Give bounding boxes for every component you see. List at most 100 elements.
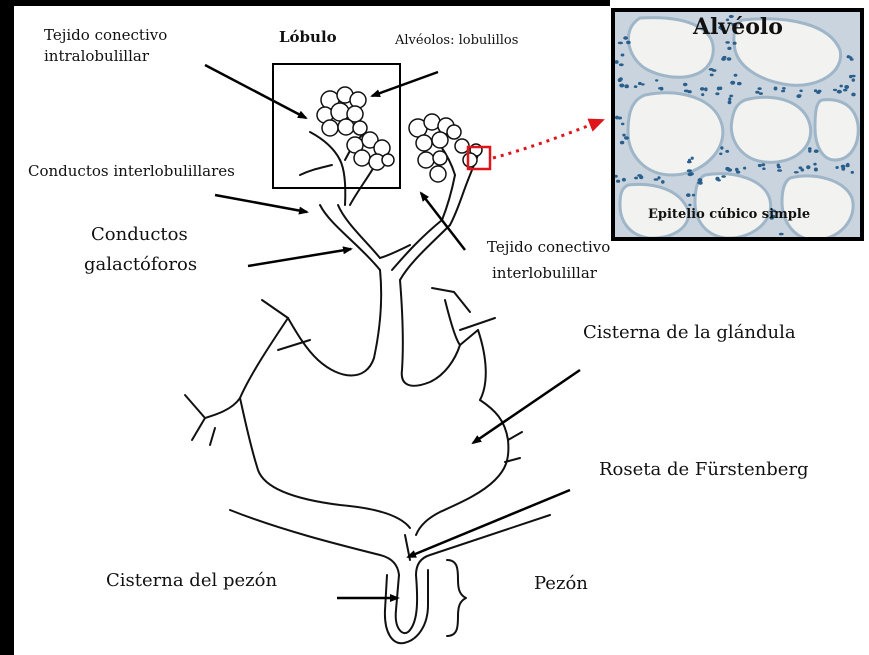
cell-nucleus bbox=[621, 54, 625, 57]
cell-nucleus bbox=[779, 233, 784, 236]
cell-nucleus bbox=[619, 77, 623, 81]
cell-nucleus bbox=[658, 87, 663, 90]
cell-nucleus bbox=[639, 175, 643, 179]
inset-title: Alvéolo bbox=[693, 14, 783, 40]
cell-nucleus bbox=[616, 180, 620, 183]
label-alveolos: Alvéolos: lobulillos bbox=[395, 33, 518, 49]
left-frame-bar bbox=[0, 0, 14, 655]
cell-nucleus bbox=[835, 166, 838, 169]
cell-nucleus bbox=[728, 97, 731, 101]
label-tejido-intralobulillar-1: Tejido conectivo bbox=[44, 26, 167, 45]
cell-nucleus bbox=[692, 247, 697, 250]
cell-nucleus bbox=[762, 167, 765, 170]
cell-nucleus bbox=[634, 85, 638, 88]
cell-nucleus bbox=[622, 134, 625, 137]
cell-nucleus bbox=[717, 87, 720, 91]
cell-nucleus bbox=[721, 175, 726, 178]
cell-nucleus bbox=[720, 146, 723, 149]
cell-nucleus bbox=[801, 168, 805, 171]
label-cisterna-pezon: Cisterna del pezón bbox=[106, 570, 277, 593]
label-conductos-interlobulillares: Conductos interlobulillares bbox=[28, 162, 235, 181]
cell-nucleus bbox=[840, 85, 843, 88]
cell-nucleus bbox=[626, 41, 631, 44]
cell-nucleus bbox=[715, 92, 719, 95]
label-tejido-intralobulillar-2: intralobulillar bbox=[44, 47, 149, 66]
top-frame-bar bbox=[0, 0, 610, 6]
cell-nucleus bbox=[844, 85, 849, 89]
cell-nucleus bbox=[729, 95, 733, 98]
cell-nucleus bbox=[814, 168, 818, 172]
arrow-intralobulillar bbox=[205, 65, 306, 118]
cell-nucleus bbox=[806, 165, 810, 169]
cell-nucleus bbox=[782, 87, 786, 90]
cell-nucleus bbox=[622, 178, 626, 182]
cell-nucleus bbox=[704, 87, 707, 91]
cell-nucleus bbox=[774, 87, 778, 91]
label-roseta: Roseta de Fürstenberg bbox=[599, 459, 809, 482]
label-tejido-interlobulillar-2: interlobulillar bbox=[492, 264, 597, 283]
cell-nucleus bbox=[851, 171, 854, 174]
cell-nucleus bbox=[849, 75, 852, 78]
cell-nucleus bbox=[814, 149, 819, 153]
cell-nucleus bbox=[725, 150, 729, 153]
cell-nucleus bbox=[623, 36, 628, 40]
cell-nucleus bbox=[641, 83, 645, 85]
cell-nucleus bbox=[813, 163, 816, 166]
cell-nucleus bbox=[758, 164, 762, 167]
cell-nucleus bbox=[620, 141, 624, 145]
cell-nucleus bbox=[734, 74, 738, 77]
cell-nucleus bbox=[816, 91, 820, 94]
cell-nucleus bbox=[688, 173, 693, 177]
cell-nucleus bbox=[700, 87, 705, 91]
cell-nucleus bbox=[698, 181, 702, 185]
arrow-roseta bbox=[408, 490, 570, 557]
cell-nucleus bbox=[736, 171, 740, 174]
label-pezon: Pezón bbox=[534, 573, 588, 596]
cell-nucleus bbox=[691, 157, 694, 160]
cell-nucleus bbox=[777, 166, 781, 168]
cell-nucleus bbox=[692, 194, 695, 197]
cell-nucleus bbox=[692, 242, 696, 246]
cell-nucleus bbox=[758, 87, 762, 90]
cell-nucleus bbox=[761, 163, 765, 166]
cell-nucleus bbox=[657, 176, 660, 179]
cell-nucleus bbox=[727, 47, 731, 50]
cell-nucleus bbox=[847, 55, 851, 58]
cell-nucleus bbox=[661, 180, 665, 184]
cell-nucleus bbox=[727, 57, 732, 60]
cell-nucleus bbox=[621, 123, 625, 126]
cell-nucleus bbox=[743, 167, 746, 170]
cell-nucleus bbox=[684, 90, 689, 93]
cell-nucleus bbox=[794, 171, 799, 173]
cell-nucleus bbox=[686, 242, 691, 246]
arrow-alveolos bbox=[372, 72, 438, 96]
red-dotted-arrow bbox=[493, 120, 603, 158]
label-cisterna-glandula: Cisterna de la glándula bbox=[583, 322, 796, 345]
arrow-galactoforos bbox=[248, 249, 351, 266]
cell-nucleus bbox=[618, 42, 623, 45]
gland-outline bbox=[185, 132, 550, 643]
label-lobulo: Lóbulo bbox=[279, 28, 337, 47]
inset-caption: Epitelio cúbico simple bbox=[648, 207, 810, 222]
cell-nucleus bbox=[728, 101, 732, 105]
cell-nucleus bbox=[733, 42, 737, 45]
cell-nucleus bbox=[688, 204, 691, 206]
cell-nucleus bbox=[851, 93, 855, 97]
cell-nucleus bbox=[759, 92, 763, 95]
cell-nucleus bbox=[798, 94, 802, 97]
arrow-interlobulillar-tissue bbox=[421, 193, 465, 250]
cell-nucleus bbox=[833, 89, 837, 91]
cell-nucleus bbox=[837, 90, 842, 94]
label-tejido-interlobulillar-1: Tejido conectivo bbox=[487, 238, 610, 257]
cell-nucleus bbox=[624, 136, 629, 139]
label-conductos-galactoforos-2: galactóforos bbox=[84, 254, 197, 277]
cell-nucleus bbox=[687, 161, 692, 164]
cell-nucleus bbox=[655, 79, 658, 81]
cell-nucleus bbox=[781, 90, 785, 92]
cell-nucleus bbox=[799, 90, 802, 93]
cell-nucleus bbox=[712, 69, 717, 72]
label-arrows bbox=[205, 65, 580, 598]
arrow-interlobulillares bbox=[215, 195, 307, 212]
alveolar-cluster-left bbox=[317, 87, 394, 170]
cell-nucleus bbox=[721, 57, 726, 60]
